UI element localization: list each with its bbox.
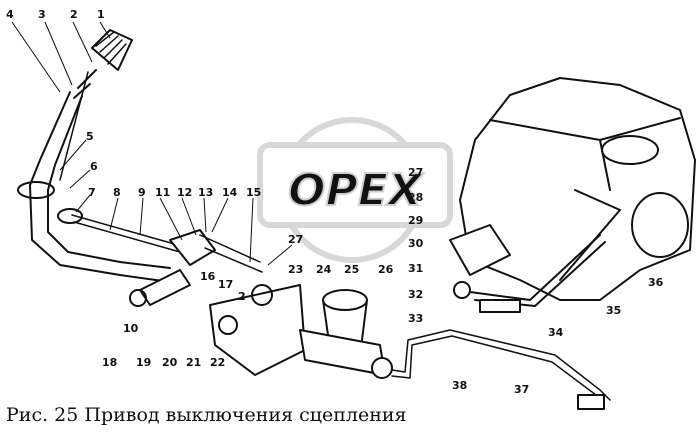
callout-36: 36 xyxy=(648,276,664,289)
housing-window xyxy=(601,135,659,165)
watermark-text: OPEX xyxy=(288,165,424,216)
pedal-shaft-housing xyxy=(169,229,216,266)
watermark: OPEX xyxy=(257,117,453,263)
callout-27b: 27 xyxy=(408,166,423,179)
callout-20: 20 xyxy=(162,356,178,369)
release-fork xyxy=(559,189,621,281)
callout-26: 26 xyxy=(378,263,394,276)
housing-opening xyxy=(631,192,689,258)
cylinder-fitting xyxy=(371,357,393,379)
callout-10: 10 xyxy=(123,322,139,335)
callout-34: 34 xyxy=(548,326,564,339)
callout-6: 6 xyxy=(90,160,98,173)
callout-28: 28 xyxy=(408,191,423,204)
return-spring xyxy=(59,71,89,181)
callout-24: 24 xyxy=(316,263,332,276)
callout-30: 30 xyxy=(408,237,424,250)
callout-16: 16 xyxy=(200,270,216,283)
callout-27a: 27 xyxy=(288,233,303,246)
callout-35: 35 xyxy=(606,304,621,317)
callout-17: 17 xyxy=(218,278,233,291)
callout-31: 31 xyxy=(408,262,423,275)
hydraulic-pipe-2 xyxy=(391,335,597,396)
slave-cylinder xyxy=(449,224,511,276)
callout-7: 7 xyxy=(88,186,96,199)
push-rod xyxy=(71,214,181,253)
callout-9: 9 xyxy=(138,186,146,199)
callout-19: 19 xyxy=(136,356,151,369)
pedal-lower-end xyxy=(139,269,191,306)
bell-housing xyxy=(459,77,696,301)
callout-2: 2 xyxy=(70,8,78,21)
slave-fitting xyxy=(453,281,471,299)
callout-33: 33 xyxy=(408,312,423,325)
bracket-bolt xyxy=(251,284,273,306)
callout-15: 15 xyxy=(246,186,261,199)
figure-caption: Рис. 25 Привод выключения сцепления xyxy=(6,404,407,426)
pedal-arm xyxy=(29,91,171,283)
callout-21: 21 xyxy=(186,356,201,369)
callout-14: 14 xyxy=(222,186,238,199)
master-cylinder-bracket xyxy=(209,284,306,376)
callout-8: 8 xyxy=(113,186,121,199)
callout-11: 11 xyxy=(155,186,170,199)
callout-29: 29 xyxy=(408,214,423,227)
callout-23: 23 xyxy=(288,263,303,276)
pedal-stop xyxy=(129,289,147,307)
bracket-pin xyxy=(218,315,238,335)
pedal-pad xyxy=(91,29,133,71)
hydraulic-pipe xyxy=(391,329,611,401)
callout-25: 25 xyxy=(344,263,359,276)
rod-mount xyxy=(57,208,83,224)
reservoir-cap xyxy=(322,289,368,311)
callout-22: 22 xyxy=(210,356,225,369)
callout-13: 13 xyxy=(198,186,213,199)
callout-18: 18 xyxy=(102,356,117,369)
callout-3: 3 xyxy=(38,8,46,21)
reservoir xyxy=(322,299,368,341)
callout-1: 1 xyxy=(97,8,105,21)
pedal-lever-top xyxy=(73,69,97,99)
callout-12: 12 xyxy=(177,186,192,199)
callout-labels: 1 2 3 4 5 6 7 8 9 10 11 12 13 14 15 2 23… xyxy=(6,8,664,396)
callout-32: 32 xyxy=(408,288,423,301)
callout-4: 4 xyxy=(6,8,14,21)
pipe-connector xyxy=(577,394,605,410)
pedal-bracket xyxy=(17,181,55,199)
leader-lines xyxy=(11,21,293,266)
callout-2b: 2 xyxy=(238,290,246,303)
rod-adjuster xyxy=(479,299,521,313)
callout-37: 37 xyxy=(514,383,529,396)
callout-5: 5 xyxy=(86,130,94,143)
callout-38: 38 xyxy=(452,379,467,392)
